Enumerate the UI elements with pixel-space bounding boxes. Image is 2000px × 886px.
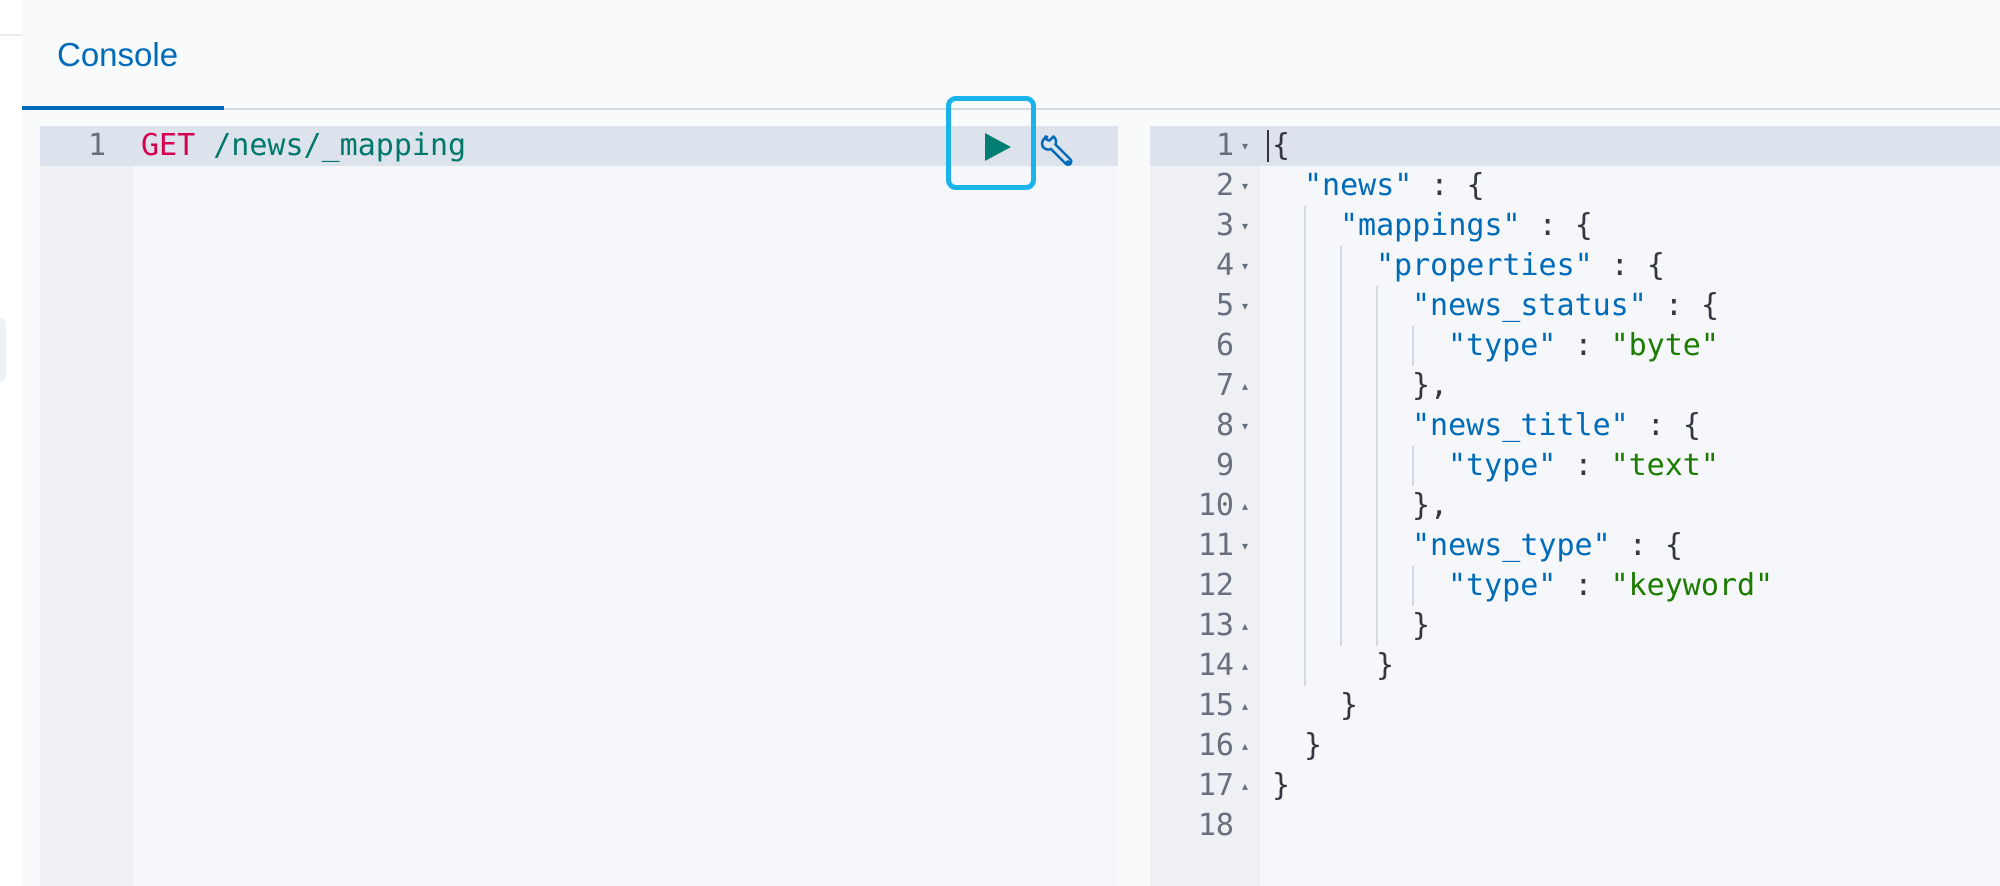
response-line-number: 16 [1197, 728, 1234, 763]
response-code-line: "news_status" : { [1412, 288, 1720, 323]
response-line-number: 9 [1215, 448, 1234, 483]
response-code-line: }, [1412, 488, 1449, 523]
response-line-number: 4 [1215, 248, 1234, 283]
left-sidebar-strip [0, 0, 22, 886]
response-code-line: } [1272, 768, 1291, 803]
response-code-line: "properties" : { [1376, 248, 1665, 283]
wrench-icon[interactable] [1038, 133, 1078, 173]
response-line-number: 13 [1197, 608, 1234, 643]
response-line-number: 14 [1197, 648, 1234, 683]
send-request-button[interactable] [946, 96, 1036, 190]
response-line-number: 1 [1215, 128, 1234, 163]
response-line-number: 6 [1215, 328, 1234, 363]
fold-down-icon[interactable]: ▾ [1242, 539, 1249, 553]
response-line-number: 3 [1215, 208, 1234, 243]
response-line-number: 15 [1197, 688, 1234, 723]
request-editor[interactable]: 1 GET /news/_mapping [40, 126, 1118, 886]
active-tab-underline [22, 106, 224, 110]
response-code-line: { [1272, 128, 1291, 163]
tab-bar: Console [22, 0, 2000, 110]
response-code-line: "type" : "keyword" [1448, 568, 1774, 603]
response-line-number: 11 [1197, 528, 1234, 563]
response-active-line [1150, 126, 2000, 166]
indent-guide [1412, 566, 1415, 606]
indent-guide [1412, 446, 1415, 486]
tab-console-label: Console [57, 36, 179, 73]
response-code-line: } [1340, 688, 1359, 723]
request-gutter [40, 126, 133, 886]
request-active-line [40, 126, 1118, 166]
indent-guide [1376, 286, 1379, 646]
fold-up-icon[interactable]: ▴ [1242, 379, 1249, 393]
response-line-number: 5 [1215, 288, 1234, 323]
response-code-line: "news_type" : { [1412, 528, 1683, 563]
response-line-number: 10 [1197, 488, 1234, 523]
fold-down-icon[interactable]: ▾ [1242, 179, 1249, 193]
response-line-number: 8 [1215, 408, 1234, 443]
response-code-line: } [1304, 728, 1323, 763]
fold-up-icon[interactable]: ▴ [1242, 659, 1249, 673]
response-code-line: } [1376, 648, 1395, 683]
response-line-number: 12 [1197, 568, 1234, 603]
request-method: GET [141, 128, 196, 163]
response-code-line: "type" : "byte" [1448, 328, 1719, 363]
fold-down-icon[interactable]: ▾ [1242, 299, 1249, 313]
indent-guide [1304, 206, 1307, 686]
fold-down-icon[interactable]: ▾ [1242, 419, 1249, 433]
response-code-line: "type" : "text" [1448, 448, 1719, 483]
response-code-line: "news_title" : { [1412, 408, 1701, 443]
text-cursor [1267, 130, 1269, 162]
response-line-number: 2 [1215, 168, 1234, 203]
request-code-line[interactable]: GET /news/_mapping [141, 128, 466, 163]
response-gutter [1150, 126, 1260, 886]
play-icon [985, 133, 1011, 161]
response-line-number: 18 [1197, 808, 1234, 843]
fold-down-icon[interactable]: ▾ [1242, 219, 1249, 233]
tab-console[interactable]: Console [22, 0, 224, 110]
fold-up-icon[interactable]: ▴ [1242, 619, 1249, 633]
sidebar-collapse-handle[interactable] [0, 318, 6, 382]
indent-guide [1412, 326, 1415, 366]
fold-down-icon[interactable]: ▾ [1242, 259, 1249, 273]
indent-guide [1340, 246, 1343, 646]
response-viewer[interactable]: 1 2 3 4 5 6 7 8 9 10 11 12 13 14 15 16 1… [1150, 126, 2000, 886]
response-code-line: "mappings" : { [1340, 208, 1593, 243]
request-url: /news/_mapping [195, 128, 467, 163]
fold-down-icon[interactable]: ▾ [1242, 139, 1249, 153]
response-line-number: 7 [1215, 368, 1234, 403]
sidebar-divider [0, 34, 22, 36]
response-code-line: } [1412, 608, 1431, 643]
response-code-line: }, [1412, 368, 1449, 403]
fold-up-icon[interactable]: ▴ [1242, 499, 1249, 513]
fold-up-icon[interactable]: ▴ [1242, 779, 1249, 793]
request-line-number: 1 [87, 128, 106, 163]
fold-up-icon[interactable]: ▴ [1242, 739, 1249, 753]
fold-up-icon[interactable]: ▴ [1242, 699, 1249, 713]
response-line-number: 17 [1197, 768, 1234, 803]
response-code-line: "news" : { [1304, 168, 1485, 203]
